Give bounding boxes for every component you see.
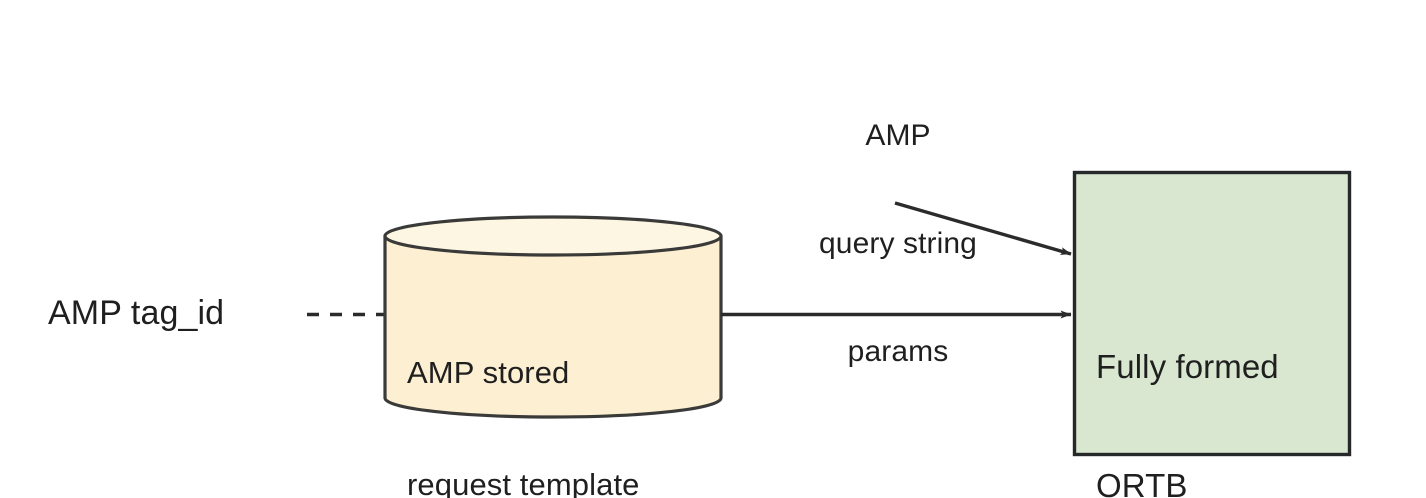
label-query-params-line-1: AMP <box>865 119 931 152</box>
connector-params-to-ortb <box>894 201 1072 256</box>
label-fully-formed-ortb: Fully formed ORTB <box>1096 268 1279 498</box>
cylinder-side-outline <box>383 234 723 419</box>
label-ortb-line-2: ORTB <box>1096 466 1188 498</box>
label-amp-query-string-params: AMP query string params <box>778 46 1018 442</box>
label-amp-tag-id: AMP tag_id <box>48 294 225 332</box>
label-cylinder-line-1: AMP stored <box>407 355 570 391</box>
label-cylinder-line-2: request template <box>407 466 640 498</box>
node-fully-formed-ortb <box>1072 170 1352 457</box>
label-query-params-line-2: query string <box>819 227 977 260</box>
label-ortb-line-1: Fully formed <box>1096 348 1279 386</box>
cylinder-top-ellipse <box>383 215 723 257</box>
label-amp-stored-request-template: AMP stored request template <box>407 280 640 498</box>
label-query-params-line-3: params <box>847 335 949 368</box>
cylinder-body <box>385 236 721 417</box>
node-amp-stored-request-template <box>383 215 723 419</box>
